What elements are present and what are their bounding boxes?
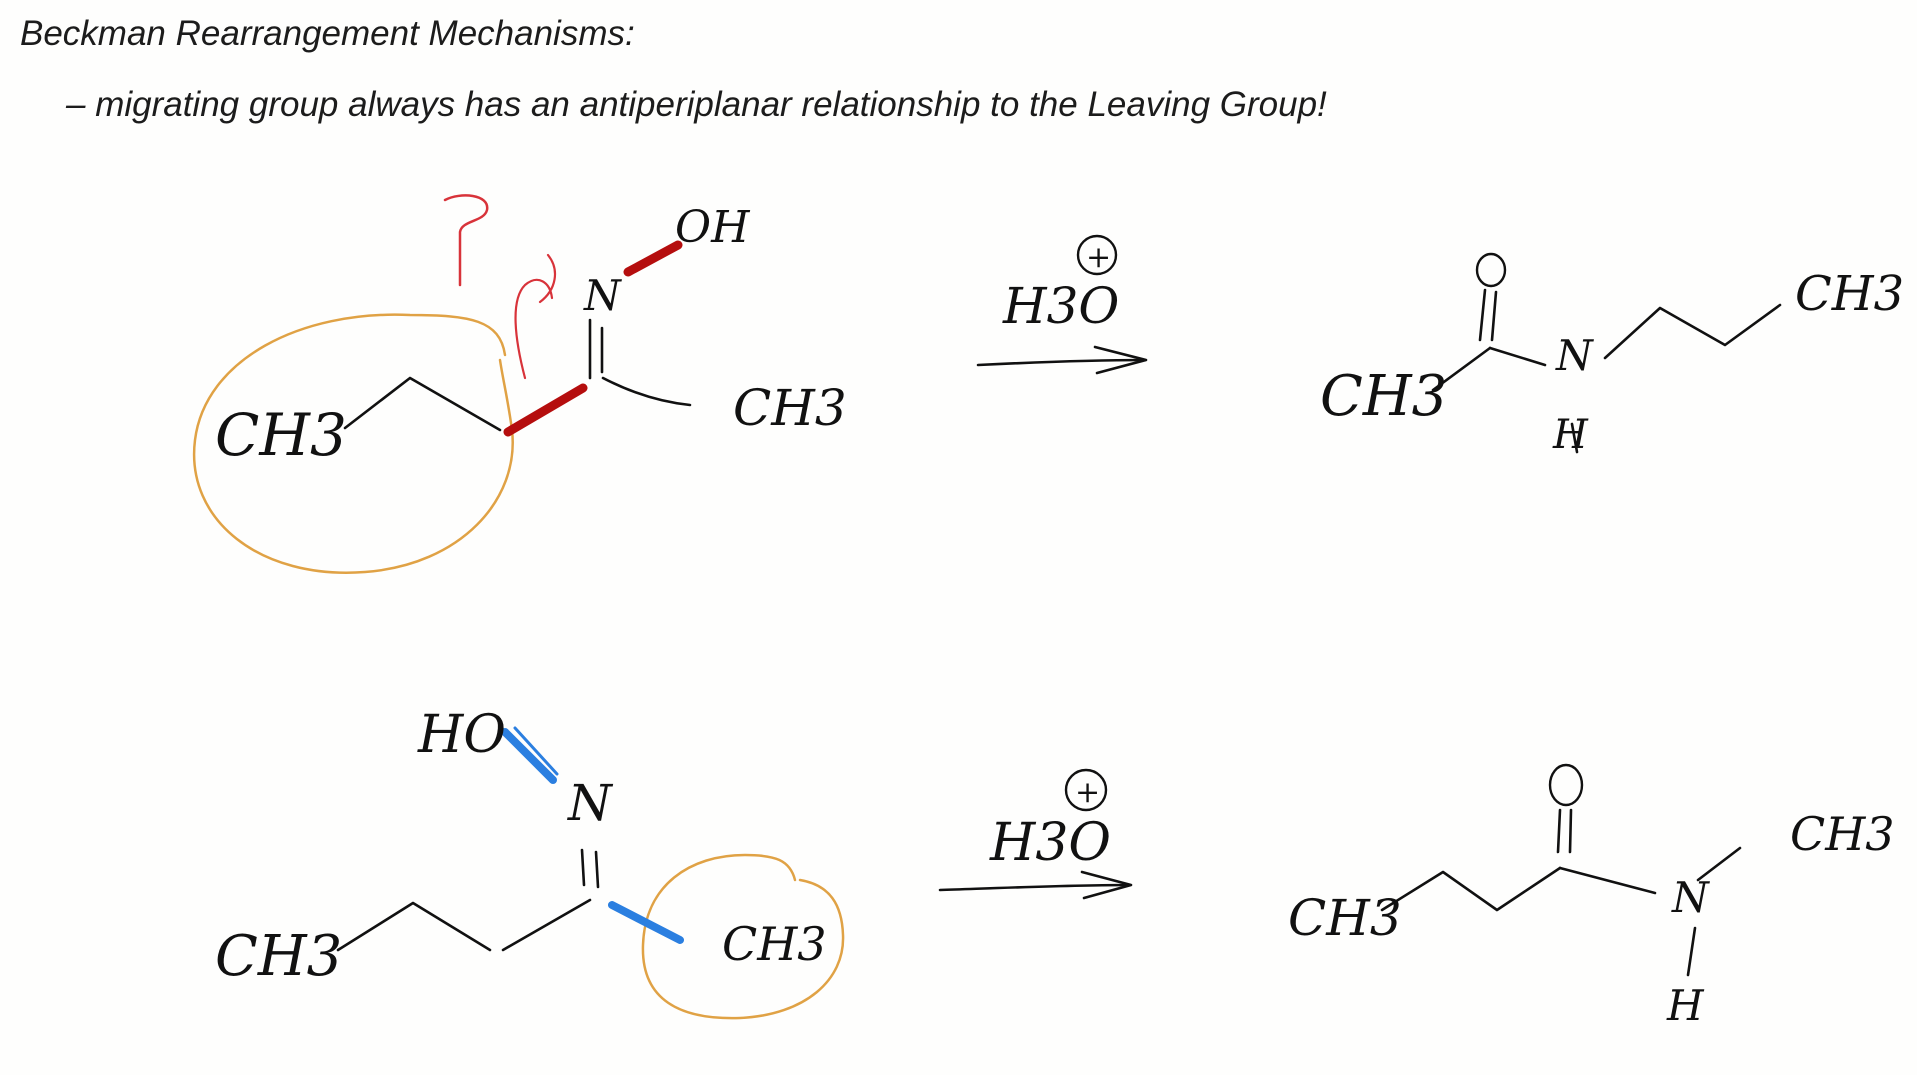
reactant2-nitrogen: N xyxy=(567,774,614,832)
question-mark-annotation xyxy=(443,194,489,287)
reactant-2: HO N CH3 CH3 xyxy=(215,705,845,1020)
reactant2-hydroxyl: HO xyxy=(417,705,506,765)
bullet-note: – migrating group always has an antiperi… xyxy=(66,85,1327,124)
product2-nh-bond xyxy=(1686,926,1697,977)
reagent-2: H3O + xyxy=(938,768,1133,900)
product1-nh-bond xyxy=(1570,422,1579,454)
product-2: CH3 N H CH3 xyxy=(1288,763,1895,1030)
product1-co-bond-2 xyxy=(1490,290,1498,342)
leaving-bond-blue-stroke xyxy=(513,726,559,776)
reactant2-ch3-right: CH3 xyxy=(722,917,827,971)
product2-oxygen xyxy=(1548,763,1584,807)
product-1: CH3 N H CH3 xyxy=(1320,252,1904,458)
product2-hydrogen: H xyxy=(1666,981,1705,1030)
product1-co-bond-1 xyxy=(1478,288,1487,342)
reaction-2: HO N CH3 CH3 H3O + xyxy=(215,705,1895,1030)
reagent1-charge: + xyxy=(1086,240,1111,275)
product1-nitrogen: N xyxy=(1555,331,1594,380)
reactant1-ch3-left: CH3 xyxy=(215,401,347,469)
reagent-1: H3O + xyxy=(976,234,1148,375)
product1-cn-bond xyxy=(1488,346,1547,367)
migrating-group-circle xyxy=(192,313,514,574)
reactant2-double-bond-2 xyxy=(594,850,600,889)
reagent2-charge-circle xyxy=(1064,768,1108,812)
migrating-bond-red xyxy=(503,383,588,437)
ethyl-chain-bonds xyxy=(343,376,502,432)
page-title: Beckman Rearrangement Mechanisms: xyxy=(20,14,635,53)
reactant1-nitrogen: N xyxy=(583,271,622,320)
product1-hydrogen: H xyxy=(1552,412,1589,458)
reactant2-cc-bond xyxy=(501,898,592,952)
reaction-arrow-1 xyxy=(976,345,1148,375)
reactant1-ch3-right: CH3 xyxy=(733,379,847,437)
product2-co-bond-1 xyxy=(1556,808,1562,854)
product1-oxygen xyxy=(1475,252,1507,288)
product2-ch3-left: CH3 xyxy=(1288,889,1402,947)
migrating-group-circle-2 xyxy=(641,853,845,1020)
product2-nitrogen: N xyxy=(1671,873,1710,922)
product2-ethyl-chain xyxy=(1380,866,1562,912)
product2-ch3-right: CH3 xyxy=(1790,807,1895,861)
reaction-arrow-2 xyxy=(938,870,1133,900)
reactant2-ethyl-chain xyxy=(336,901,492,952)
product1-ethyl-chain xyxy=(1603,303,1782,360)
reactant2-double-bond-1 xyxy=(580,848,586,887)
reagent1-h3o: H3O xyxy=(1002,277,1119,335)
methyl-bond xyxy=(601,376,692,407)
migrating-bond-blue xyxy=(608,901,684,944)
reagent2-charge: + xyxy=(1075,775,1100,810)
product2-nch3-bond xyxy=(1696,846,1742,882)
reaction-1: CH3 N OH CH3 H3O + xyxy=(192,194,1904,574)
reactant-1: CH3 N OH CH3 xyxy=(192,194,847,574)
product1-ch3-bond xyxy=(1431,346,1492,392)
leaving-bond-blue xyxy=(501,728,557,784)
curved-arrow-annotation xyxy=(514,253,557,380)
reactant1-hydroxyl: OH xyxy=(675,202,751,253)
reagent1-charge-circle xyxy=(1076,234,1118,276)
product1-ch3-left: CH3 xyxy=(1320,364,1447,429)
reagent2-h3o: H3O xyxy=(989,813,1111,873)
product2-cn-bond xyxy=(1558,866,1657,895)
product2-co-bond-2 xyxy=(1568,808,1573,854)
reactant2-ch3-left: CH3 xyxy=(215,924,342,989)
leaving-bond-red xyxy=(623,240,683,277)
product1-ch3-right: CH3 xyxy=(1795,266,1904,322)
